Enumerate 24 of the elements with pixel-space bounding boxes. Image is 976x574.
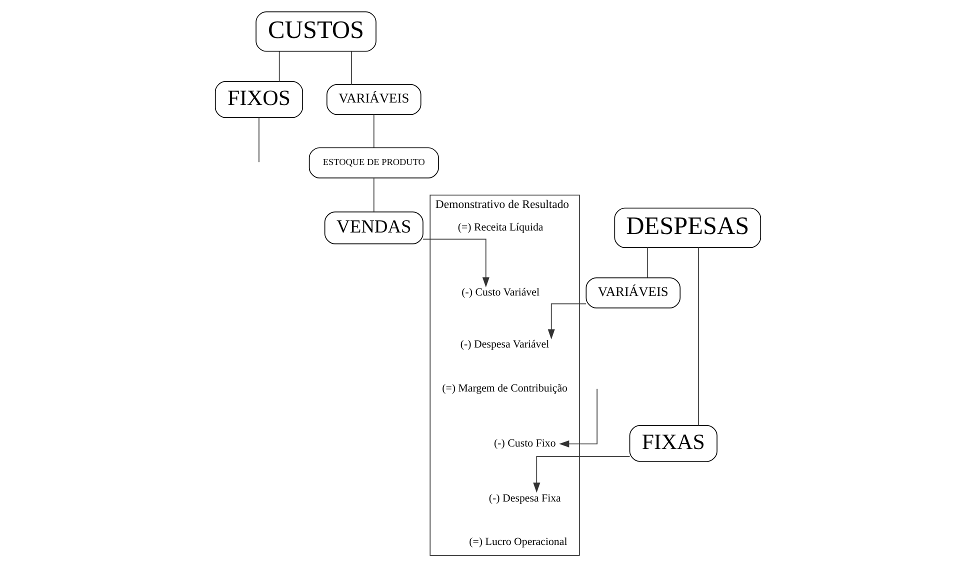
arrow xyxy=(548,303,586,340)
node-box: CUSTOS xyxy=(256,11,376,52)
node-box: FIXOS xyxy=(214,81,304,118)
connector xyxy=(258,117,260,163)
arrow xyxy=(422,238,490,288)
node-text: (=) Receita Líquida xyxy=(458,222,544,234)
node-text: (-) Custo Fixo xyxy=(494,437,556,450)
node-box: FIXAS xyxy=(629,425,718,462)
node-box: VARIÁVEIS xyxy=(586,277,681,308)
node-text: (-) Despesa Fixa xyxy=(488,492,561,504)
node-text: (=) Margem de Contribuição xyxy=(442,382,568,394)
node-box: VENDAS xyxy=(324,212,424,244)
node-box: VARIÁVEIS xyxy=(326,84,422,116)
connector xyxy=(278,51,280,82)
connector xyxy=(351,51,352,85)
connector xyxy=(698,247,699,426)
node-box: DESPESAS xyxy=(614,208,762,248)
connector xyxy=(646,247,648,278)
arrow xyxy=(533,456,630,493)
node-text: (=) Lucro Operacional xyxy=(469,536,568,548)
node-text: (-) Despesa Variável xyxy=(460,338,550,351)
node-box: ESTOQUE DE PRODUTO xyxy=(308,147,439,178)
arrow xyxy=(559,388,598,448)
node-text: (-) Custo Variável xyxy=(462,286,540,299)
